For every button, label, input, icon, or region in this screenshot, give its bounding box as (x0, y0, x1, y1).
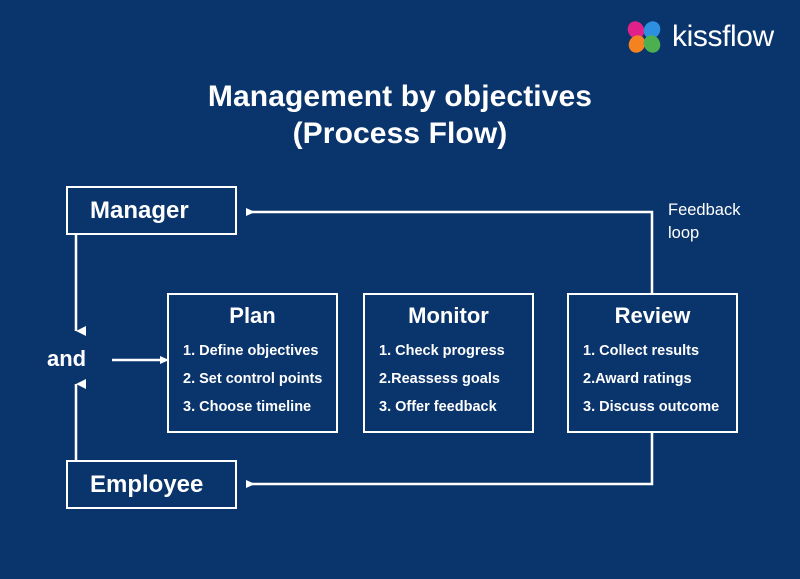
node-review[interactable]: Review 1. Collect results 2.Award rating… (567, 293, 738, 433)
page-title-line1: Management by objectives (207, 80, 593, 113)
list-item: 1. Check progress (379, 343, 505, 359)
kissflow-logo: kissflow (624, 18, 774, 56)
node-review-items: 1. Collect results 2.Award ratings 3. Di… (569, 337, 736, 421)
node-manager[interactable]: Manager (66, 186, 237, 235)
node-plan-title: Plan (229, 303, 276, 328)
node-employee[interactable]: Employee (66, 460, 237, 509)
node-manager-label: Manager (90, 196, 189, 224)
list-item: 3. Discuss outcome (583, 399, 720, 415)
node-monitor-title: Monitor (408, 303, 489, 328)
node-plan-items: 1. Define objectives 2. Set control poin… (169, 337, 336, 421)
node-monitor-items: 1. Check progress 2.Reassess goals 3. Of… (365, 337, 532, 421)
junction-and-label: and (47, 346, 87, 371)
logo-wordmark: kissflow (672, 20, 774, 53)
list-item: 3. Offer feedback (379, 399, 497, 415)
node-employee-label: Employee (90, 470, 204, 498)
list-item: 2. Set control points (183, 371, 323, 387)
list-item: 1. Collect results (583, 343, 700, 359)
list-item: 2.Award ratings (583, 371, 692, 387)
page-title: Management by objectives (Process Flow) (0, 78, 800, 152)
feedback-loop-label: Feedback loop (668, 199, 740, 245)
list-item: 1. Define objectives (183, 343, 319, 359)
node-review-title: Review (614, 303, 691, 328)
page-title-line2: (Process Flow) (292, 117, 508, 150)
node-plan[interactable]: Plan 1. Define objectives 2. Set control… (167, 293, 338, 433)
node-monitor[interactable]: Monitor 1. Check progress 2.Reassess goa… (363, 293, 534, 433)
feedback-loop-line1: Feedback (668, 201, 741, 219)
list-item: 3. Choose timeline (183, 399, 312, 415)
list-item: 2.Reassess goals (379, 371, 500, 387)
feedback-loop-line2: loop (668, 224, 700, 242)
